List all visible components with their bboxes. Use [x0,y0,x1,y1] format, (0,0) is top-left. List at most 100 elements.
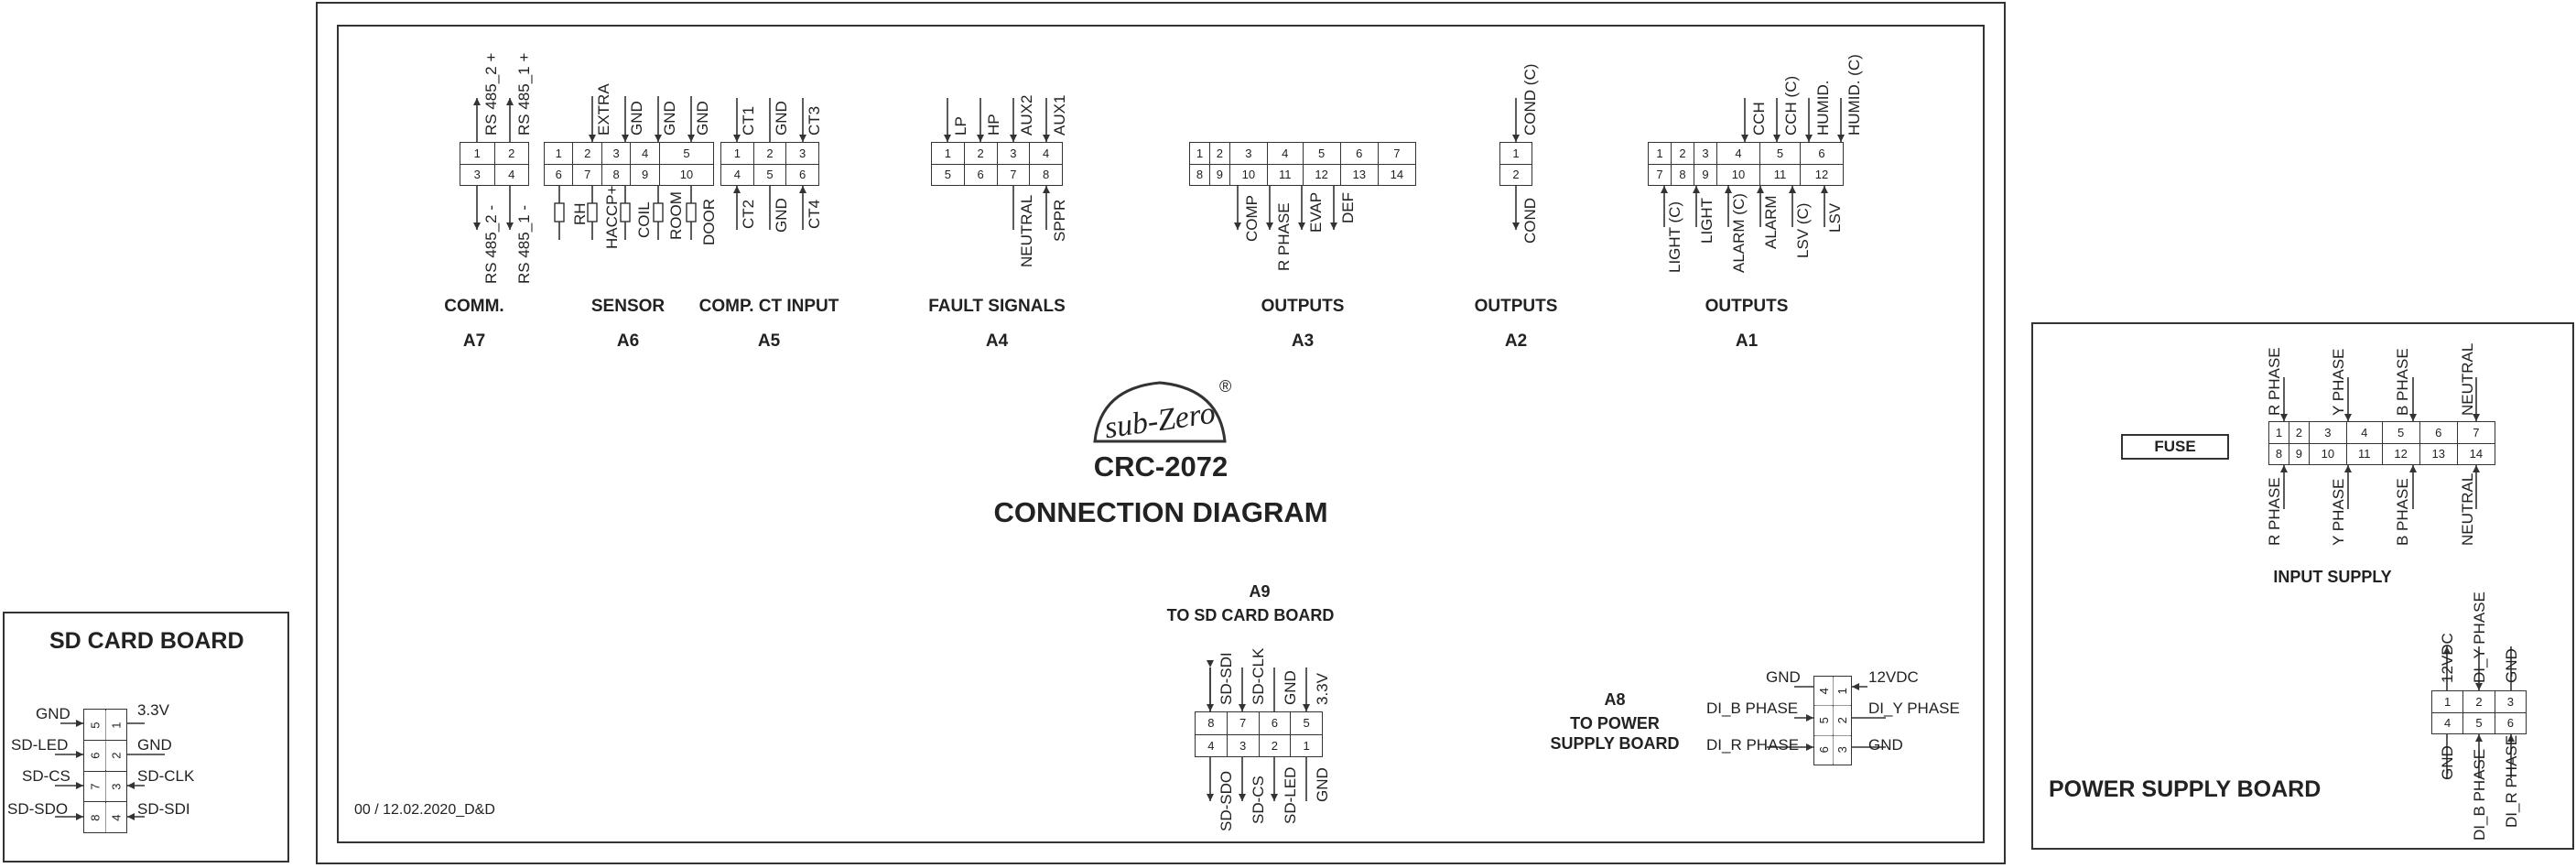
pin: 3 [1228,142,1268,165]
pin: 8 [2268,442,2289,465]
pin: 4 [1813,676,1833,706]
arrowhead [799,186,806,193]
arrowhead [76,751,83,758]
label-rs485-1-plus: RS 485_1 + [515,52,533,136]
pin: 5 [2462,711,2495,734]
pin: 5 [1302,142,1341,165]
label-aux2: AUX2 [1018,94,1035,136]
pin: 3 [785,142,819,165]
a1-group-title: OUTPUTS [1705,297,1789,316]
label-rs485-2-plus: RS 485_2 + [482,52,500,136]
pin: 2 [105,740,127,771]
pin: 5 [1759,142,1802,165]
a3-id: A3 [1291,331,1315,351]
pin: 1 [543,142,574,165]
arrowhead [1330,222,1337,230]
power-supply-board-title: POWER SUPPLY BOARD [2049,776,2322,802]
a4-group-title: FAULT SIGNALS [928,297,1066,316]
label-neutral: NEUTRAL [1018,194,1035,267]
pin: 1 [1290,733,1323,757]
arrowhead [1805,135,1813,142]
label-di-r-phase: DI_R PHASE [1706,736,1800,754]
arrowhead [799,135,806,142]
input-supply-connector: 1 2 3 4 5 6 7 8 9 10 11 12 13 14 [2268,421,2496,465]
label-r-phase: R PHASE [2266,477,2283,546]
sensor-resistor-icon [653,202,664,222]
label-gnd: GND [773,198,790,233]
pin: 6 [1800,142,1844,165]
pin: 3 [105,771,127,802]
pin: 11 [1266,163,1304,186]
pin: 14 [2456,442,2496,465]
pin: 6 [1813,735,1833,765]
pin: 6 [785,163,819,186]
a3-group-title: OUTPUTS [1261,297,1345,316]
arrowhead [2409,414,2417,421]
label-rh: RH [571,202,589,225]
pin: 4 [2430,711,2464,734]
arrowhead [2344,414,2352,421]
label-ct2: CT2 [740,199,757,229]
pin: 3 [1833,735,1852,765]
label-b-phase: B PHASE [2394,348,2411,416]
a3-connector: 1 2 3 4 5 6 7 8 9 10 11 12 13 14 [1189,142,1417,186]
arrowhead [1512,222,1520,230]
a9-title: TO SD CARD BOARD [1166,606,1335,624]
pin: 5 [931,163,965,186]
label-gnd: GND [2439,745,2456,780]
pin: 1 [1189,142,1210,165]
label-cond: COND [1521,197,1539,244]
a6-id: A6 [616,331,640,351]
arrowhead [1239,704,1246,711]
pin: 1 [931,142,965,165]
page-subtitle: CONNECTION DIAGRAM [993,496,1328,528]
pin: 6 [2494,711,2527,734]
sensor-resistor-icon [620,202,631,222]
label-alarm: ALARM [1762,195,1780,249]
label-extra: EXTRA [595,83,612,136]
label-hp: HP [985,114,1002,136]
label-light-c: LIGHT (C) [1666,201,1683,273]
pin: 8 [1671,163,1694,186]
label-di-r-phase: DI_R PHASE [2503,734,2520,828]
arrowhead [1298,222,1305,230]
arrowhead [1693,186,1700,193]
pin: 11 [2345,442,2383,465]
pin: 10 [2308,442,2347,465]
label-gnd: GND [1282,670,1299,705]
arrowhead [733,135,741,142]
fuse-label: FUSE [2154,438,2196,455]
pin: 3 [996,142,1031,165]
arrowhead [1266,222,1273,230]
pin: 8 [1189,163,1210,186]
a9-id: A9 [1249,582,1271,601]
pin: 4 [493,163,529,186]
input-supply-label: INPUT SUPPLY [2273,568,2392,586]
arrowhead [1773,135,1780,142]
arrowhead [1852,683,1859,690]
sensor-resistor-icon [587,202,598,222]
pin: 10 [1716,163,1760,186]
pin: 1 [460,142,495,165]
pin: 8 [1029,163,1063,186]
a5-group-title: COMP. CT INPUT [698,297,839,316]
label-light: LIGHT [1698,197,1716,244]
pin: 2 [2288,421,2310,444]
label-sd-sdo: SD-SDO [7,800,69,818]
label-gnd: GND [1766,668,1801,686]
label-gnd: GND [694,101,711,136]
label-sd-clk: SD-CLK [137,767,195,785]
pin: 8 [601,163,632,186]
arrowhead [1806,714,1813,722]
fuse-box: FUSE [2121,434,2229,460]
label-door: DOOR [700,199,718,245]
arrowhead [1239,794,1246,801]
sensor-resistor-icon [554,202,565,222]
pin: 2 [1833,705,1852,736]
label-rs485-1-minus: RS 485_1 - [515,205,533,284]
label-coil: COIL [635,201,653,238]
label-sppr: SPPR [1051,199,1068,242]
